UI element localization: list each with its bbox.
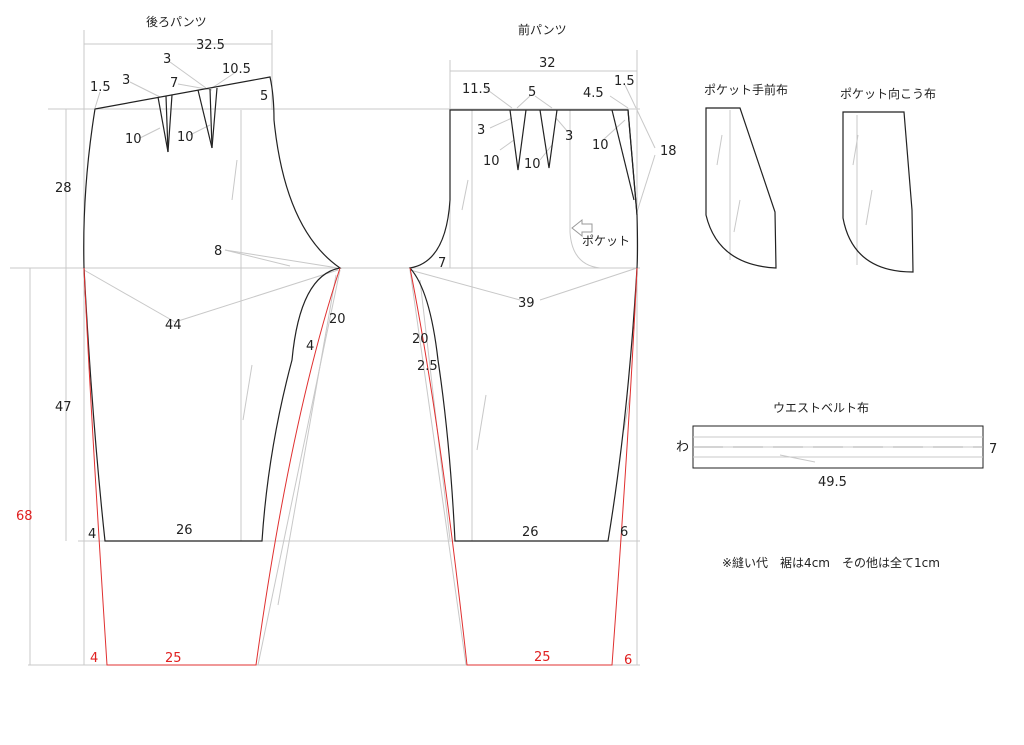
- front-hem-width-red: 25: [534, 650, 551, 665]
- seam-allowance-note: ※縫い代 裾は4cm その他は全て1cm: [722, 555, 940, 570]
- front-hem-offset-red: 6: [624, 653, 632, 668]
- back-crotch-ext: 8: [214, 244, 222, 259]
- back-dart-b: 3: [163, 52, 171, 67]
- pocket-back-title: ポケット向こう布: [840, 86, 936, 101]
- front-dart-len-2: 10: [524, 157, 541, 172]
- back-hem-offset: 4: [88, 527, 96, 542]
- back-dart-len-2: 10: [177, 130, 194, 145]
- front-hem-width: 26: [522, 525, 539, 540]
- front-dart-b: 3: [565, 129, 573, 144]
- waistband-length: 49.5: [818, 475, 847, 490]
- pocket-arrow: [571, 218, 593, 238]
- back-inseam-curve: 4: [306, 339, 314, 354]
- back-dart-side-left: 1.5: [90, 80, 111, 95]
- front-pants-title: 前パンツ: [518, 22, 567, 37]
- waistband-width: 7: [989, 442, 997, 457]
- back-hem-width: 26: [176, 523, 193, 538]
- front-side-offset: 1.5: [614, 74, 635, 89]
- back-leg-length: 47: [55, 400, 72, 415]
- front-dart-gap: 5: [528, 85, 536, 100]
- back-hip-width: 44: [165, 318, 182, 333]
- back-dart-c: 10.5: [222, 62, 251, 77]
- back-dart-a: 3: [122, 73, 130, 88]
- front-hip-width: 39: [518, 296, 535, 311]
- front-inseam-curve: 2.5: [417, 359, 438, 374]
- back-dart-right: 5: [260, 89, 268, 104]
- pocket-label: ポケット: [582, 234, 630, 248]
- back-pants-title: 後ろパンツ: [146, 15, 207, 29]
- back-hem-offset-red: 4: [90, 651, 98, 666]
- front-dart-a: 3: [477, 123, 485, 138]
- back-waist-width: 32.5: [196, 38, 225, 53]
- front-right-offset: 4.5: [583, 86, 604, 101]
- front-pocket-depth: 18: [660, 144, 677, 159]
- back-rise-height: 28: [55, 181, 72, 196]
- waistband-fold-mark: わ: [676, 440, 689, 455]
- pocket-facing-title: ポケット手前布: [704, 82, 788, 97]
- guide-lines: [10, 30, 873, 666]
- front-hem-offset: 6: [620, 525, 628, 540]
- back-total-length: 68: [16, 509, 33, 524]
- front-left-offset: 11.5: [462, 82, 491, 97]
- pocket-back-piece: [842, 111, 914, 273]
- front-dart-len-1: 10: [483, 154, 500, 169]
- back-dart-gap: 7: [170, 76, 178, 91]
- hem-extension-lines: [83, 267, 638, 666]
- front-waist-width: 32: [539, 56, 556, 71]
- front-crotch-ext: 7: [438, 256, 446, 271]
- back-hem-width-red: 25: [165, 651, 182, 666]
- pocket-facing-piece: [705, 107, 777, 269]
- waistband-title: ウエストベルト布: [773, 401, 869, 415]
- back-dart-len-1: 10: [125, 132, 142, 147]
- front-inseam-upper: 20: [412, 332, 429, 347]
- back-inseam-upper: 20: [329, 312, 346, 327]
- waistband-piece: [692, 425, 984, 469]
- front-dart-len-3: 10: [592, 138, 609, 153]
